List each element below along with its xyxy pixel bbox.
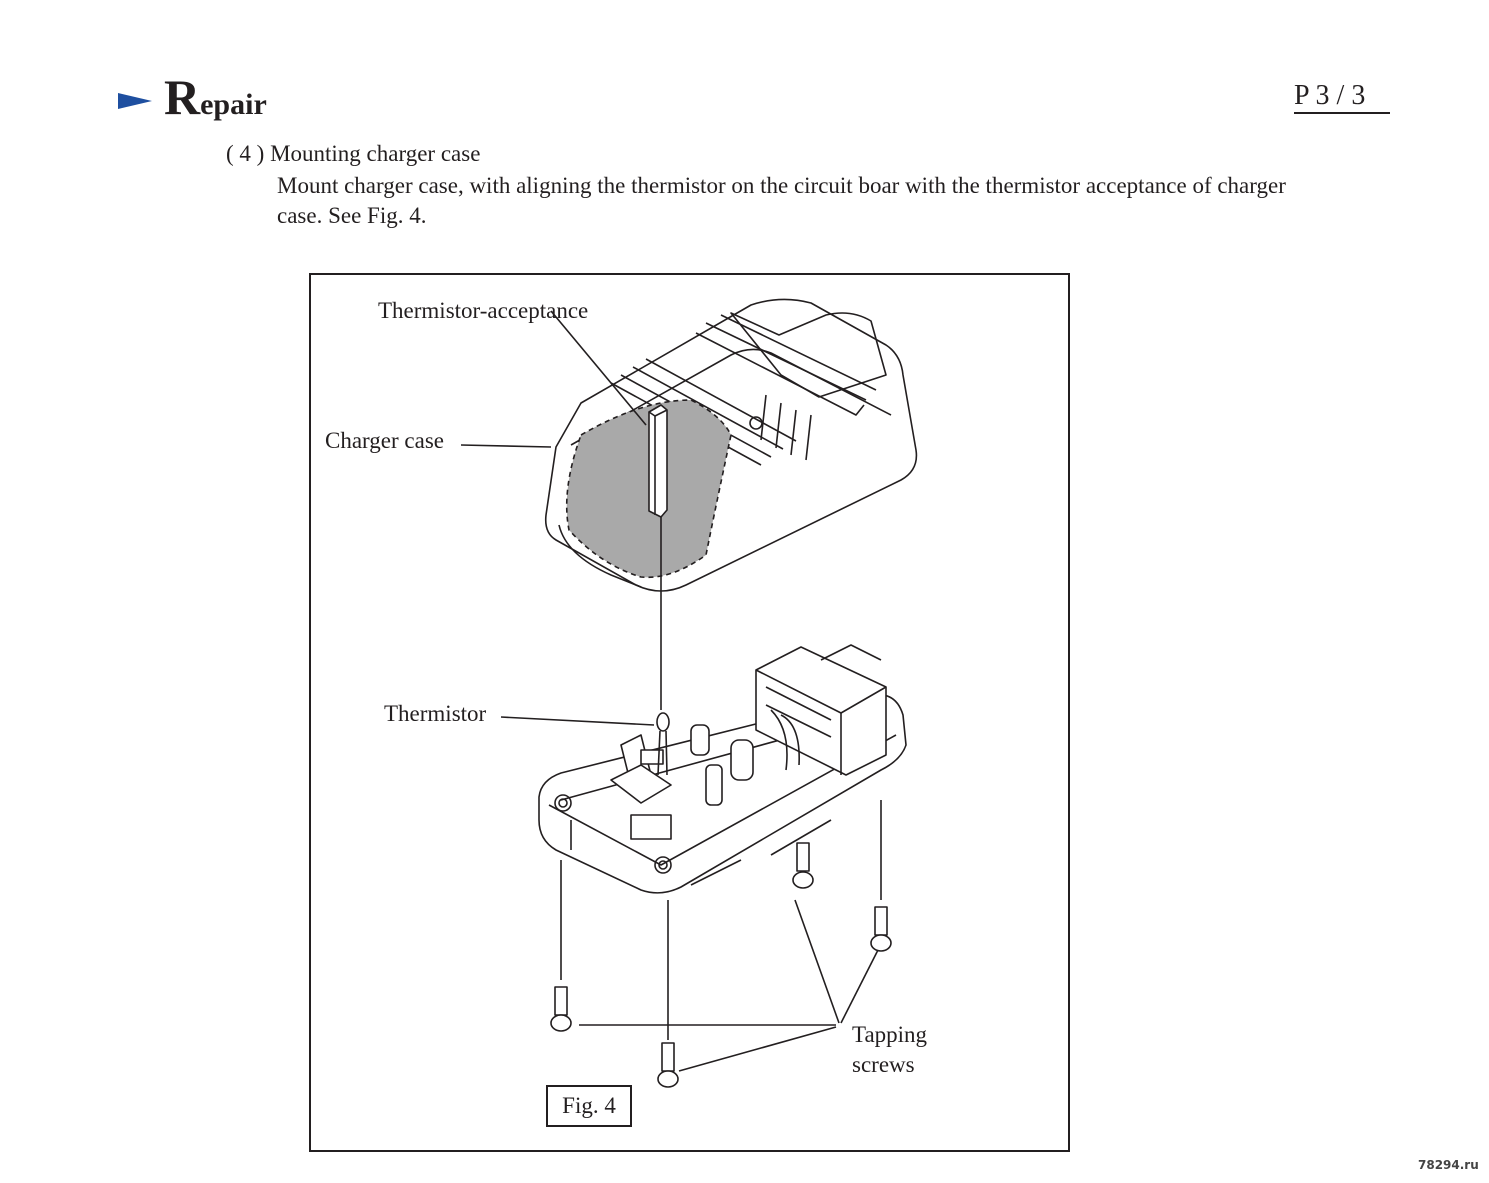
tapping-screw-3: [792, 842, 814, 889]
tapping-screw-1: [550, 860, 572, 1032]
charger-assembly-illustration: [460, 298, 918, 1088]
watermark: 78294.ru: [1418, 1158, 1479, 1172]
page-title-initial: R: [164, 69, 201, 125]
callout-charger-case: Charger case: [325, 428, 444, 453]
step-heading: ( 4 ) Mounting charger case: [226, 141, 481, 166]
figure-4: Thermistor-acceptance Charger case Therm…: [309, 273, 1070, 1152]
callout-thermistor: Thermistor: [384, 701, 487, 726]
figure-label: Fig. 4: [546, 1085, 632, 1127]
callout-tapping-screws-line2: screws: [852, 1052, 915, 1077]
page-title-rest: epair: [200, 88, 267, 121]
page-title: Repair: [164, 72, 267, 122]
arrow-right-icon: [118, 93, 152, 109]
step-body: Mount charger case, with aligning the th…: [277, 173, 1286, 228]
callout-thermistor-acceptance: Thermistor-acceptance: [378, 298, 589, 323]
charger-base-drawing: [538, 644, 907, 894]
tapping-screw-2: [657, 900, 679, 1088]
page-number: P 3 / 3: [1294, 82, 1390, 114]
callout-tapping-screws-line1: Tapping: [852, 1022, 928, 1047]
charger-case-drawing: [544, 298, 918, 592]
tapping-screw-4: [870, 800, 892, 952]
